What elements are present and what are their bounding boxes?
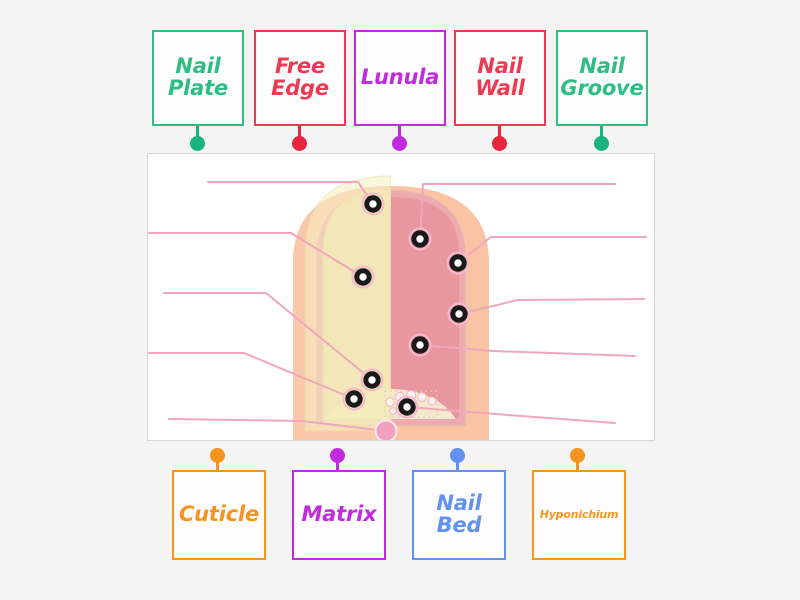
label-text-nail-plate: Nail Plate [167, 54, 229, 100]
drop-targets-group [342, 192, 471, 442]
marker-ring[interactable] [411, 230, 429, 248]
drop-target-target-1[interactable] [361, 192, 385, 216]
marker-halo [342, 387, 366, 411]
pin-head-pin-nail-plate[interactable] [189, 136, 205, 151]
matrix-cell [385, 397, 395, 407]
drop-target-target-2[interactable] [408, 227, 432, 251]
leader-right-3 [458, 298, 645, 315]
pin-head-pin-nail-bed[interactable] [449, 448, 465, 463]
marker-halo [361, 192, 385, 216]
marker-ring[interactable] [398, 398, 416, 416]
drop-target-target-7[interactable] [360, 368, 384, 392]
marker-ring[interactable] [450, 305, 468, 323]
pin-stem-pin-hyponichium [575, 458, 579, 472]
drop-target-target-10[interactable] [374, 419, 398, 442]
leader-right-1 [419, 183, 616, 240]
matrix-cell [427, 396, 437, 406]
marker-ring[interactable] [354, 268, 372, 286]
label-card-cuticle[interactable]: Cuticle [172, 470, 266, 560]
pin-stem-pin-matrix [335, 458, 339, 472]
marker-halo [360, 368, 384, 392]
marker-ring[interactable] [411, 336, 429, 354]
matrix-cell [389, 407, 397, 415]
label-card-nail-bed[interactable]: Nail Bed [412, 470, 506, 560]
pin-stem-pin-nail-bed [455, 458, 459, 472]
pin-stem-pin-cuticle [215, 458, 219, 472]
label-card-nail-plate[interactable]: Nail Plate [152, 30, 244, 126]
leader-left-5 [168, 418, 387, 432]
label-text-matrix: Matrix [301, 502, 377, 527]
pin-stem-pin-free-edge [297, 126, 301, 138]
pin-head-pin-nail-wall[interactable] [491, 136, 507, 151]
drop-target-target-6[interactable] [408, 333, 432, 357]
nail-anatomy-illustration [148, 175, 647, 442]
pin-head-pin-nail-groove[interactable] [593, 136, 609, 151]
label-card-nail-groove[interactable]: Nail Groove [556, 30, 648, 126]
marker-halo [395, 395, 419, 419]
label-text-nail-bed: Nail Bed [436, 491, 482, 537]
marker-halo [446, 251, 470, 275]
leader-left-2 [148, 232, 364, 278]
drop-target-target-3[interactable] [446, 251, 470, 275]
marker-halo [408, 333, 432, 357]
pin-head-pin-lunula[interactable] [391, 136, 407, 151]
marker-halo [447, 302, 471, 326]
pin-head-pin-cuticle[interactable] [209, 448, 225, 463]
label-card-matrix[interactable]: Matrix [292, 470, 386, 560]
label-card-lunula[interactable]: Lunula [354, 30, 446, 126]
marker-ring[interactable] [449, 254, 467, 272]
marker-halo [351, 265, 375, 289]
label-text-nail-wall: Nail Wall [475, 54, 525, 100]
pin-head-pin-hyponichium[interactable] [569, 448, 585, 463]
drop-target-target-8[interactable] [342, 387, 366, 411]
matrix-zone [384, 390, 438, 418]
matrix-cell [417, 392, 427, 402]
label-card-hyponichium[interactable]: Hyponichium [532, 470, 626, 560]
leader-right-2 [457, 236, 647, 264]
label-card-free-edge[interactable]: Free Edge [254, 30, 346, 126]
pin-stem-pin-lunula [397, 126, 401, 138]
nail-plate-free-edge [304, 175, 391, 432]
marker-ring[interactable] [345, 390, 363, 408]
leader-lines-group [148, 181, 647, 432]
label-card-nail-wall[interactable]: Nail Wall [454, 30, 546, 126]
pin-stem-pin-nail-wall [497, 126, 501, 138]
drop-target-target-4[interactable] [351, 265, 375, 289]
label-text-lunula: Lunula [360, 65, 440, 90]
leader-left-3 [163, 292, 373, 381]
pin-head-pin-matrix[interactable] [329, 448, 345, 463]
diagram-canvas [147, 153, 655, 441]
free-edge-group [304, 175, 391, 432]
pin-stem-pin-nail-plate [195, 126, 199, 138]
drop-target-target-5[interactable] [447, 302, 471, 326]
pin-stem-pin-nail-groove [599, 126, 603, 138]
leader-right-4 [419, 344, 636, 357]
marker-filled[interactable] [376, 421, 396, 441]
marker-ring[interactable] [363, 371, 381, 389]
label-text-free-edge: Free Edge [271, 54, 329, 100]
leader-right-5 [406, 406, 616, 424]
marker-ring[interactable] [364, 195, 382, 213]
label-text-cuticle: Cuticle [178, 502, 260, 527]
leader-left-1 [207, 181, 374, 205]
drop-target-target-9[interactable] [395, 395, 419, 419]
leader-left-4 [148, 352, 355, 400]
label-text-nail-groove: Nail Groove [560, 54, 644, 100]
label-text-hyponichium: Hyponichium [539, 508, 619, 522]
marker-halo [408, 227, 432, 251]
pin-head-pin-free-edge[interactable] [291, 136, 307, 151]
